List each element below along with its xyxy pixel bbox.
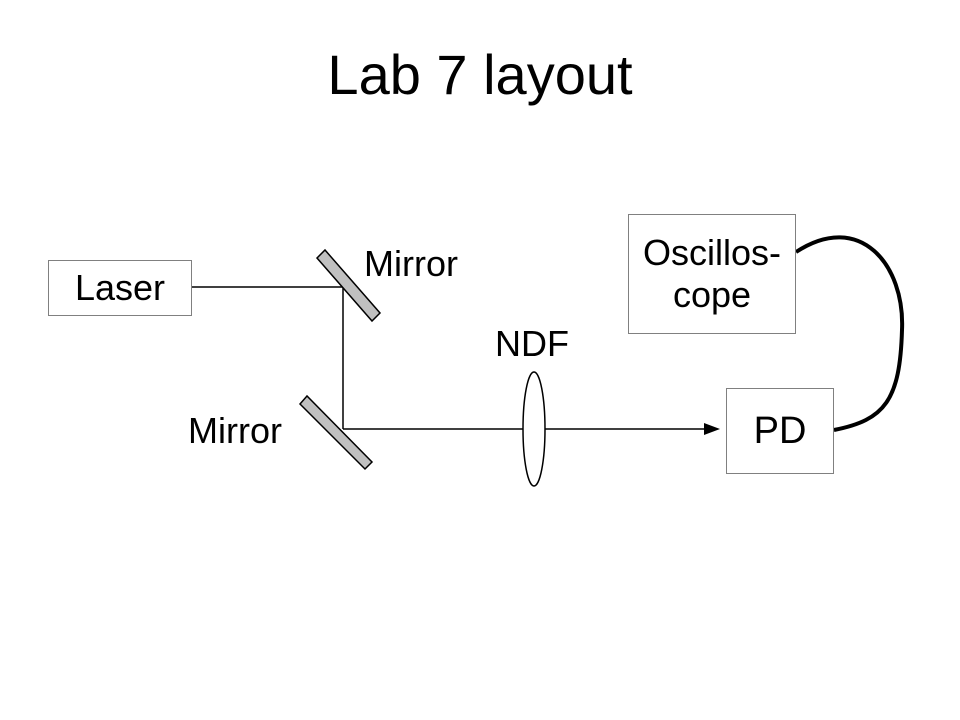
- page-title: Lab 7 layout: [327, 43, 633, 106]
- oscilloscope-box: Oscillos- cope: [628, 214, 796, 334]
- ndf-label: NDF: [495, 323, 569, 364]
- mirror-bottom: [298, 394, 374, 471]
- laser-box: Laser: [48, 260, 192, 316]
- oscilloscope-label-line2: cope: [672, 274, 752, 315]
- cable: [794, 235, 905, 432]
- oscilloscope-label-line1: Oscillos-: [642, 232, 781, 273]
- mirror-bottom-label: Mirror: [188, 410, 282, 451]
- ndf-lens: [522, 371, 546, 487]
- photodetector-box: PD: [726, 388, 834, 474]
- beam-arrowhead: [704, 423, 720, 435]
- mirror-top-label: Mirror: [364, 243, 458, 284]
- pd-label: PD: [753, 409, 807, 452]
- laser-label: Laser: [74, 267, 166, 308]
- mirror-top: [315, 248, 382, 323]
